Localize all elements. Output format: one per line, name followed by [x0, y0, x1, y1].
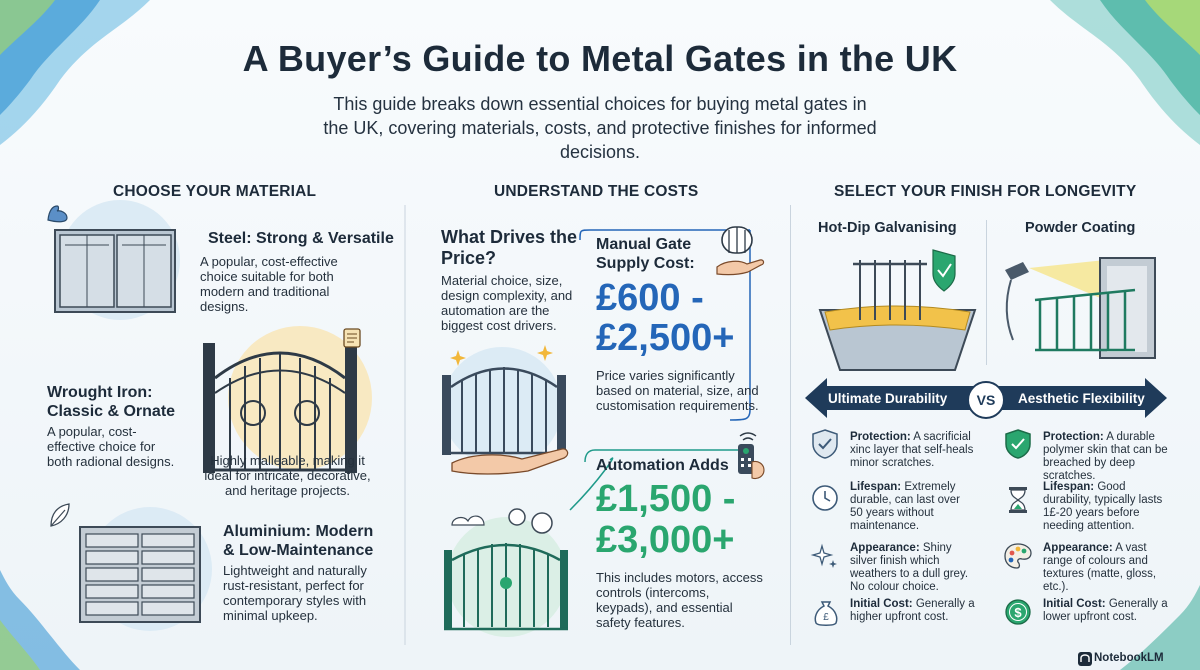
decorative-wave-bottom-left	[0, 570, 80, 670]
galvanising-initial-cost: Initial Cost: Generally a higher upfront…	[850, 598, 975, 623]
price-drivers-title: What Drives the Price?	[441, 227, 578, 268]
powder-lifespan: Lifespan: Good durability, typically las…	[1043, 481, 1163, 532]
aluminium-title: Aluminium: Modern & Low-Maintenance	[223, 523, 374, 559]
page-subtitle: This guide breaks down essential choices…	[323, 94, 877, 162]
wrought-iron-gate-illustration	[203, 326, 372, 473]
wrought-iron-title: Wrought Iron: Classic & Ornate	[47, 384, 176, 420]
costs-heading: UNDERSTAND THE COSTS	[494, 183, 699, 200]
manual-cost-title: Manual Gate Supply Cost:	[596, 236, 695, 272]
automated-gate-illustration	[444, 508, 568, 637]
powder-coating-illustration	[1005, 257, 1156, 359]
galvanising-protection: Protection: A sacrificial xinc layer tha…	[850, 431, 974, 469]
galvanising-title: Hot-Dip Galvanising	[818, 220, 957, 236]
sparkle-icon-2	[537, 345, 553, 361]
svg-text:£: £	[823, 612, 829, 623]
wrought-iron-body-left: A popular, cost-effective choice for bot…	[47, 424, 175, 469]
money-bag-icon: £	[814, 601, 838, 626]
manual-cost-price-high: £2,500+	[596, 317, 735, 359]
gate-on-hand-illustration	[442, 347, 569, 475]
brand-label: NotebookLM	[1094, 652, 1164, 664]
page-title: A Buyer’s Guide to Metal Gates in the UK	[242, 38, 958, 79]
powder-appearance: Appearance: A vast range of colours and …	[1043, 542, 1157, 593]
decorative-wave-top-left	[0, 0, 150, 145]
remote-control-icon	[738, 432, 765, 480]
automation-price-high: £3,000+	[596, 519, 735, 561]
decorative-wave-top-right	[1050, 0, 1200, 145]
ultimate-durability-label: Ultimate Durability	[828, 391, 948, 406]
dollar-coin-icon: $	[1005, 599, 1031, 625]
shield-check-icon	[812, 429, 838, 459]
hourglass-icon	[1009, 487, 1027, 513]
aesthetic-flexibility-label: Aesthetic Flexibility	[1018, 391, 1145, 406]
powder-coating-title: Powder Coating	[1025, 220, 1136, 236]
decorative-wave-bottom-right	[1120, 585, 1200, 670]
clock-icon	[812, 485, 838, 511]
automation-price-low: £1,500 -	[596, 478, 736, 520]
svg-text:$: $	[1014, 605, 1022, 620]
powder-initial-cost: Initial Cost: Generally a lower upfront …	[1043, 598, 1168, 623]
gate-on-hand-icon	[716, 226, 765, 276]
aluminium-gate-illustration	[79, 507, 212, 631]
price-drivers-body: Material choice, size, design complexity…	[441, 273, 573, 333]
feather-icon	[50, 503, 70, 527]
material-cost-separator	[404, 205, 406, 645]
materials-heading: CHOOSE YOUR MATERIAL	[113, 183, 317, 200]
manual-cost-price-low: £600 -	[596, 277, 704, 319]
wrought-iron-body-right: Highly malleable, making it ideal for in…	[204, 453, 371, 498]
automation-title: Automation Adds	[596, 457, 729, 474]
steel-gate-illustration	[54, 200, 180, 320]
vs-badge: VS	[967, 381, 1005, 419]
automation-note: This includes motors, access controls (i…	[596, 570, 763, 630]
cost-finish-separator	[790, 205, 791, 645]
manual-cost-note: Price varies significantly based on mate…	[596, 368, 759, 413]
steel-body: A popular, cost-effective choice suitabl…	[200, 254, 338, 314]
cost-connector-lines	[569, 229, 751, 511]
sparkle-stars-icon	[810, 543, 837, 568]
aluminium-body: Lightweight and naturally rust-resistant…	[223, 563, 367, 623]
galvanising-lifespan: Lifespan: Extremely durable, can last ov…	[850, 481, 960, 532]
steel-title: Steel: Strong & Versatile	[208, 230, 394, 247]
shield-check-green-icon	[1005, 429, 1031, 459]
muscle-arm-icon	[47, 205, 68, 223]
galvanising-appearance: Appearance: Shiny silver finish which we…	[850, 542, 969, 593]
notebooklm-logo-icon	[1078, 652, 1092, 666]
galvanising-bath-illustration	[818, 249, 977, 371]
finish-column-divider	[986, 220, 987, 365]
scroll-document-icon	[343, 328, 361, 348]
sparkle-icon	[450, 350, 466, 366]
palette-icon	[1004, 543, 1032, 569]
finish-heading: SELECT YOUR FINISH FOR LONGEVITY	[834, 183, 1137, 200]
powder-protection: Protection: A durable polymer skin that …	[1043, 431, 1168, 482]
